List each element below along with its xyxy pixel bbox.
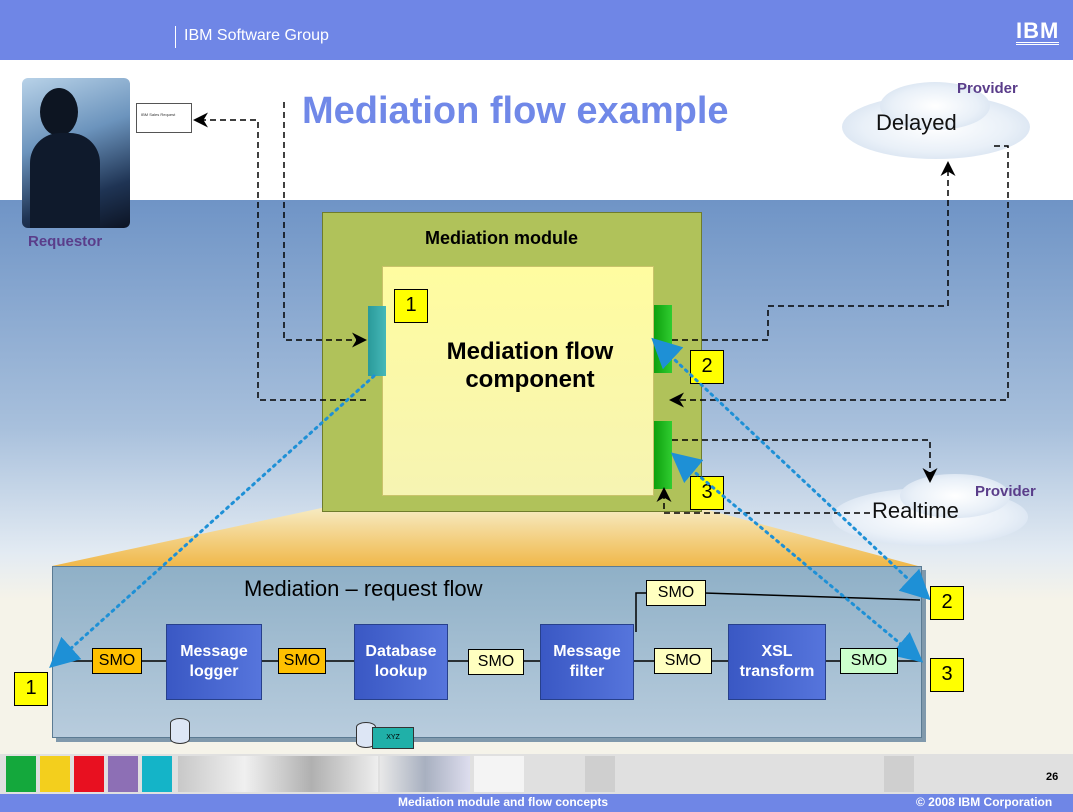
xsl-transform-primitive: XSL transform: [728, 624, 826, 700]
header-bar: IBM Software Group IBM: [0, 0, 1073, 60]
photo-tile: [380, 756, 470, 792]
request-flow-title: Mediation – request flow: [244, 576, 483, 601]
realtime-response-line: [656, 487, 870, 514]
smo-box: SMO: [468, 649, 524, 675]
delayed-provider-label: Provider: [957, 80, 1018, 97]
smo-box: SMO: [646, 580, 706, 606]
footer-copyright: © 2008 IBM Corporation: [916, 795, 1053, 809]
flow-endpoint-1: 1: [14, 672, 48, 706]
color-tile: [40, 756, 70, 792]
color-tile: [108, 756, 138, 792]
dotted-link-3: [670, 452, 924, 663]
color-tile: [74, 756, 104, 792]
request-dashed-line: [283, 102, 367, 348]
delayed-provider-name: Delayed: [876, 110, 957, 135]
delayed-response-line: [669, 145, 1009, 408]
color-tile: [6, 756, 36, 792]
person-body: [30, 133, 100, 228]
smo-box: SMO: [840, 648, 898, 674]
slide-title: Mediation flow example: [302, 90, 729, 132]
footer-bar: Mediation module and flow concepts © 200…: [0, 794, 1073, 812]
message-envelope: IBM Sales Request: [136, 103, 192, 133]
photo-tile: [474, 756, 524, 792]
module-marker-1: 1: [394, 289, 428, 323]
database-icon: [170, 718, 190, 744]
delayed-cloud-puff: [880, 82, 990, 130]
delayed-invoke-line: [672, 161, 956, 341]
dotted-link-2: [651, 337, 931, 601]
grey-tile: [884, 756, 914, 792]
message-logger-primitive: Message logger: [166, 624, 262, 700]
export-bar: [368, 306, 386, 376]
page-number: 26: [1046, 771, 1059, 783]
photo-tile: [178, 756, 378, 792]
database-lookup-primitive: Database lookup: [354, 624, 448, 700]
realtime-provider-label: Provider: [975, 483, 1036, 500]
dotted-link-1: [49, 374, 376, 669]
filter-branch-line: [703, 592, 921, 601]
header-group-label: IBM Software Group: [184, 27, 329, 44]
footer-caption: Mediation module and flow concepts: [398, 795, 609, 809]
response-dashed-line: [193, 112, 366, 401]
message-filter-primitive: Message filter: [540, 624, 634, 700]
flow-endpoint-3: 3: [930, 658, 964, 692]
filter-branch-line: [635, 592, 646, 632]
smo-box: SMO: [278, 648, 326, 674]
smo-box: SMO: [92, 648, 142, 674]
requestor-label: Requestor: [28, 233, 103, 250]
mediation-flow-component-label: Mediation flow component: [446, 338, 614, 393]
database-table-tag: XYZ: [372, 727, 414, 749]
color-tile: [142, 756, 172, 792]
smo-box: SMO: [654, 648, 712, 674]
ibm-logo: IBM: [1016, 18, 1060, 45]
requestor-photo: [22, 78, 130, 228]
envelope-text: IBM Sales Request: [141, 112, 176, 117]
mediation-module-label: Mediation module: [425, 228, 578, 248]
flow-endpoint-2: 2: [930, 586, 964, 620]
header-separator: [175, 26, 176, 48]
realtime-invoke-line: [672, 439, 938, 483]
grey-tile: [585, 756, 615, 792]
person-head: [40, 88, 78, 136]
